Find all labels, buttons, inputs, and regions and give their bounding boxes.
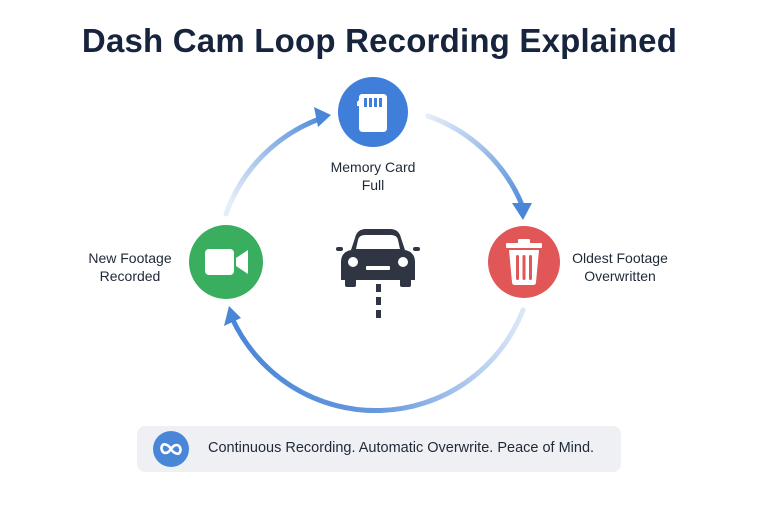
arrowhead-memory: [314, 107, 331, 127]
trash-icon: [506, 239, 542, 285]
footer-banner: Continuous Recording. Automatic Overwrit…: [137, 426, 621, 472]
oldest-footage-label: Oldest Footage Overwritten: [572, 250, 668, 284]
sd-card-icon: [357, 94, 387, 132]
new-footage-node: [189, 225, 263, 299]
video-camera-icon: [205, 249, 248, 275]
arrow-memory-to-oldest: [425, 113, 525, 208]
arrow-oldest-to-new: [229, 307, 526, 414]
footer-text: Continuous Recording. Automatic Overwrit…: [208, 440, 595, 456]
memory-card-label: Memory Card Full: [330, 159, 416, 193]
car-icon: [336, 229, 420, 287]
infinity-icon: [153, 431, 189, 467]
arrow-new-to-memory: [223, 115, 325, 217]
arrowhead-oldest: [512, 203, 532, 220]
page-title: Dash Cam Loop Recording Explained: [81, 22, 678, 59]
new-footage-label: New Footage Recorded: [88, 250, 172, 284]
arrowhead-new: [224, 306, 241, 326]
oldest-footage-node: [488, 226, 560, 298]
road-dashes: [376, 284, 381, 318]
memory-card-node: [338, 77, 408, 147]
